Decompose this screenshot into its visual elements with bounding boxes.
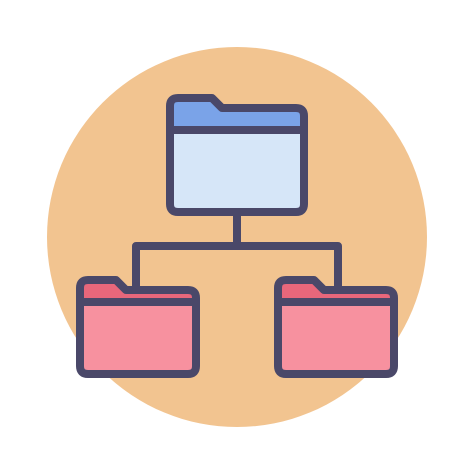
parent-folder-icon [166,94,308,216]
right-child-folder-icon [274,276,398,378]
connector-lines [132,208,342,290]
parent-folder-outline [166,94,308,216]
left-child-folder-body [82,302,194,374]
left-child-folder-outline [76,276,200,378]
parent-folder-body [172,130,302,212]
right-child-folder-outline [274,276,398,378]
parent-folder-tab [172,100,302,130]
right-child-folder-body [280,302,392,374]
left-child-folder-icon [76,276,200,378]
